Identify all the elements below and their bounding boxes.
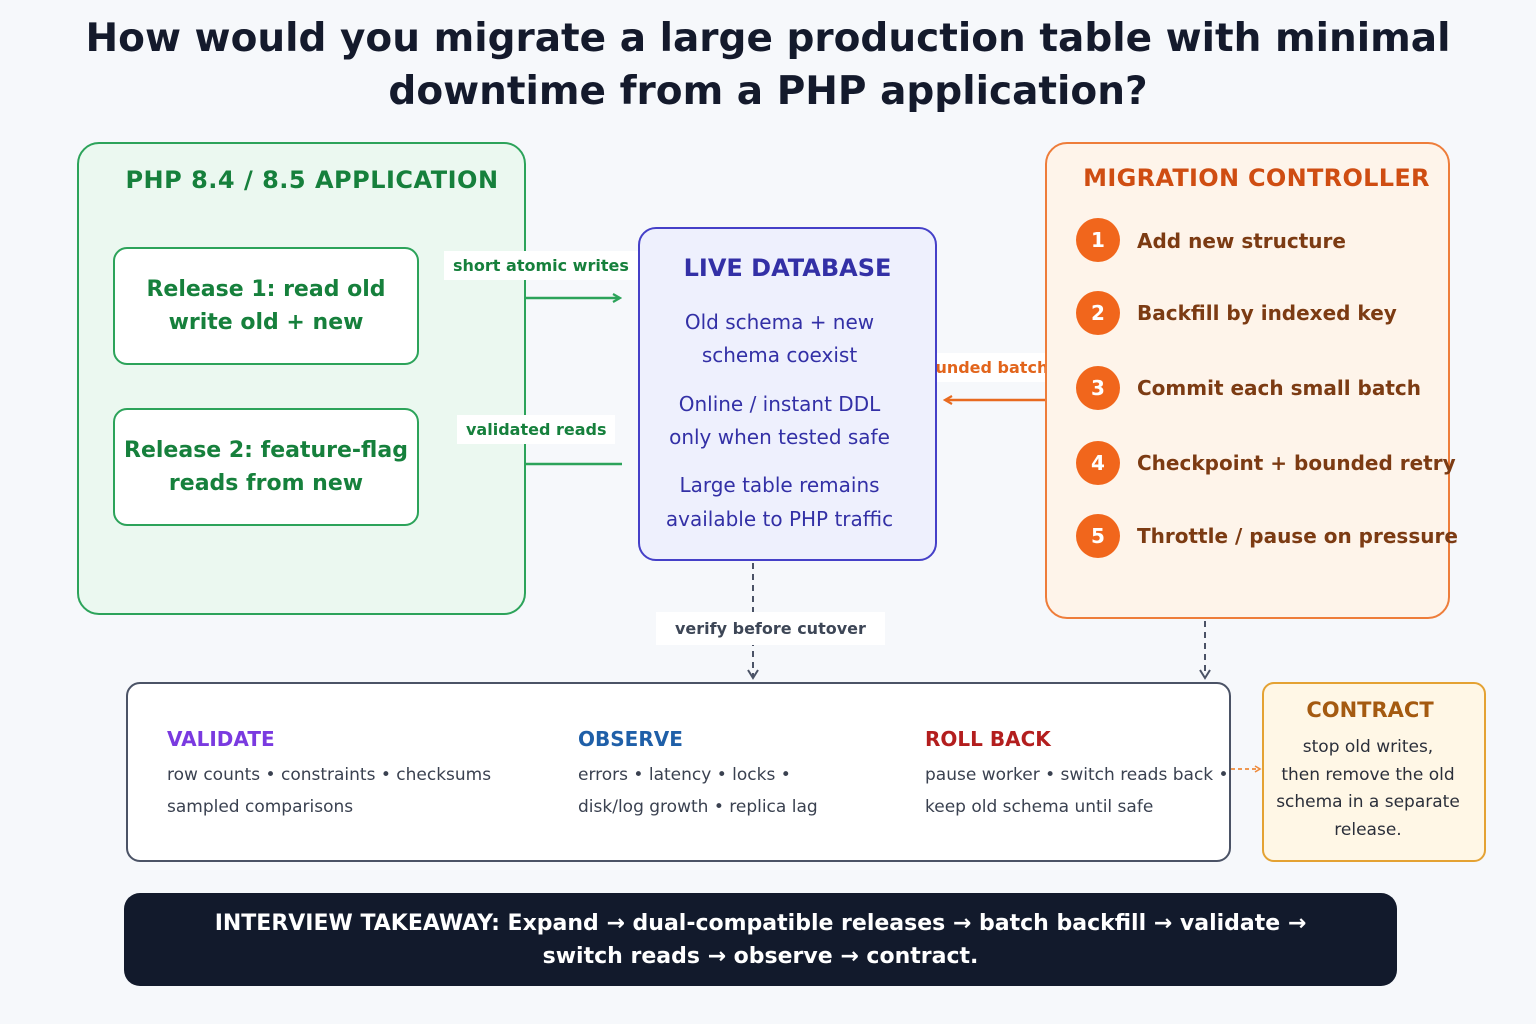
rollback-text-line-1: pause worker • switch reads back •	[925, 765, 1229, 785]
contract-line-4: release.	[1334, 819, 1402, 840]
step-3-badge: 3	[1076, 366, 1120, 410]
takeaway-line-1: INTERVIEW TAKEAWAY: Expand → dual-compat…	[214, 910, 1307, 936]
validate-heading: VALIDATE	[167, 727, 275, 751]
step-5-badge: 5	[1076, 514, 1120, 558]
contract-line-1: stop old writes,	[1302, 737, 1434, 757]
validate-text-line-2: sampled comparisons	[167, 797, 354, 817]
live-database-title: LIVE DATABASE	[683, 254, 892, 282]
step-2-badge: 2	[1076, 291, 1120, 335]
contract-line-3: schema in a separate	[1276, 792, 1460, 812]
contract-title: CONTRACT	[1306, 698, 1434, 722]
page-title: How would you migrate a large production…	[0, 12, 1536, 118]
release-2-line-1: Release 2: feature-flag	[124, 438, 408, 463]
reads-edge-label: validated reads	[457, 415, 616, 444]
verify-edge-label: verify before cutover	[656, 612, 885, 645]
rollback-heading: ROLL BACK	[925, 727, 1051, 751]
step-1-badge: 1	[1076, 218, 1120, 262]
contract-panel	[1262, 682, 1486, 862]
database-line-2: schema coexist	[701, 343, 858, 367]
contract-text: stop old writes, then remove the old sch…	[1262, 734, 1474, 844]
release-1-line-2: write old + new	[168, 310, 364, 335]
release-2-box: Release 2: feature-flag reads from new	[113, 408, 419, 526]
step-2-label: Backfill by indexed key	[1137, 301, 1397, 325]
observe-heading: OBSERVE	[578, 727, 683, 751]
database-line-4: only when tested safe	[669, 425, 890, 449]
database-line-6: available to PHP traffic	[665, 507, 894, 531]
step-4-label: Checkpoint + bounded retry	[1137, 451, 1456, 475]
release-1-line-1: Release 1: read old	[146, 277, 386, 302]
release-2-line-2: reads from new	[168, 471, 364, 496]
database-line-1: Old schema + new	[684, 310, 875, 334]
checks-panel	[126, 682, 1231, 862]
live-database-panel	[638, 227, 937, 561]
observe-text-line-2: disk/log growth • replica lag	[578, 797, 818, 817]
interview-takeaway-banner: INTERVIEW TAKEAWAY: Expand → dual-compat…	[124, 893, 1397, 986]
step-4-badge: 4	[1076, 441, 1120, 485]
observe-text-line-1: errors • latency • locks •	[578, 765, 791, 785]
release-1-box: Release 1: read old write old + new	[113, 247, 419, 365]
step-5-label: Throttle / pause on pressure	[1137, 524, 1458, 548]
database-line-3: Online / instant DDL	[678, 392, 881, 416]
writes-edge-label: short atomic writes	[444, 251, 638, 280]
php-application-panel	[77, 142, 526, 615]
validate-text-line-1: row counts • constraints • checksums	[167, 765, 492, 785]
php-application-title: PHP 8.4 / 8.5 APPLICATION	[125, 166, 499, 194]
page-title-line-2: downtime from a PHP application?	[388, 69, 1148, 114]
step-1-label: Add new structure	[1137, 229, 1346, 253]
step-3-label: Commit each small batch	[1137, 376, 1421, 400]
database-line-5: Large table remains	[679, 473, 880, 497]
page-title-line-1: How would you migrate a large production…	[85, 16, 1451, 61]
contract-line-2: then remove the old	[1281, 764, 1455, 785]
takeaway-line-2: switch reads → observe → contract.	[542, 943, 979, 969]
rollback-text-line-2: keep old schema until safe	[925, 797, 1154, 817]
migration-controller-title: MIGRATION CONTROLLER	[1083, 164, 1430, 192]
